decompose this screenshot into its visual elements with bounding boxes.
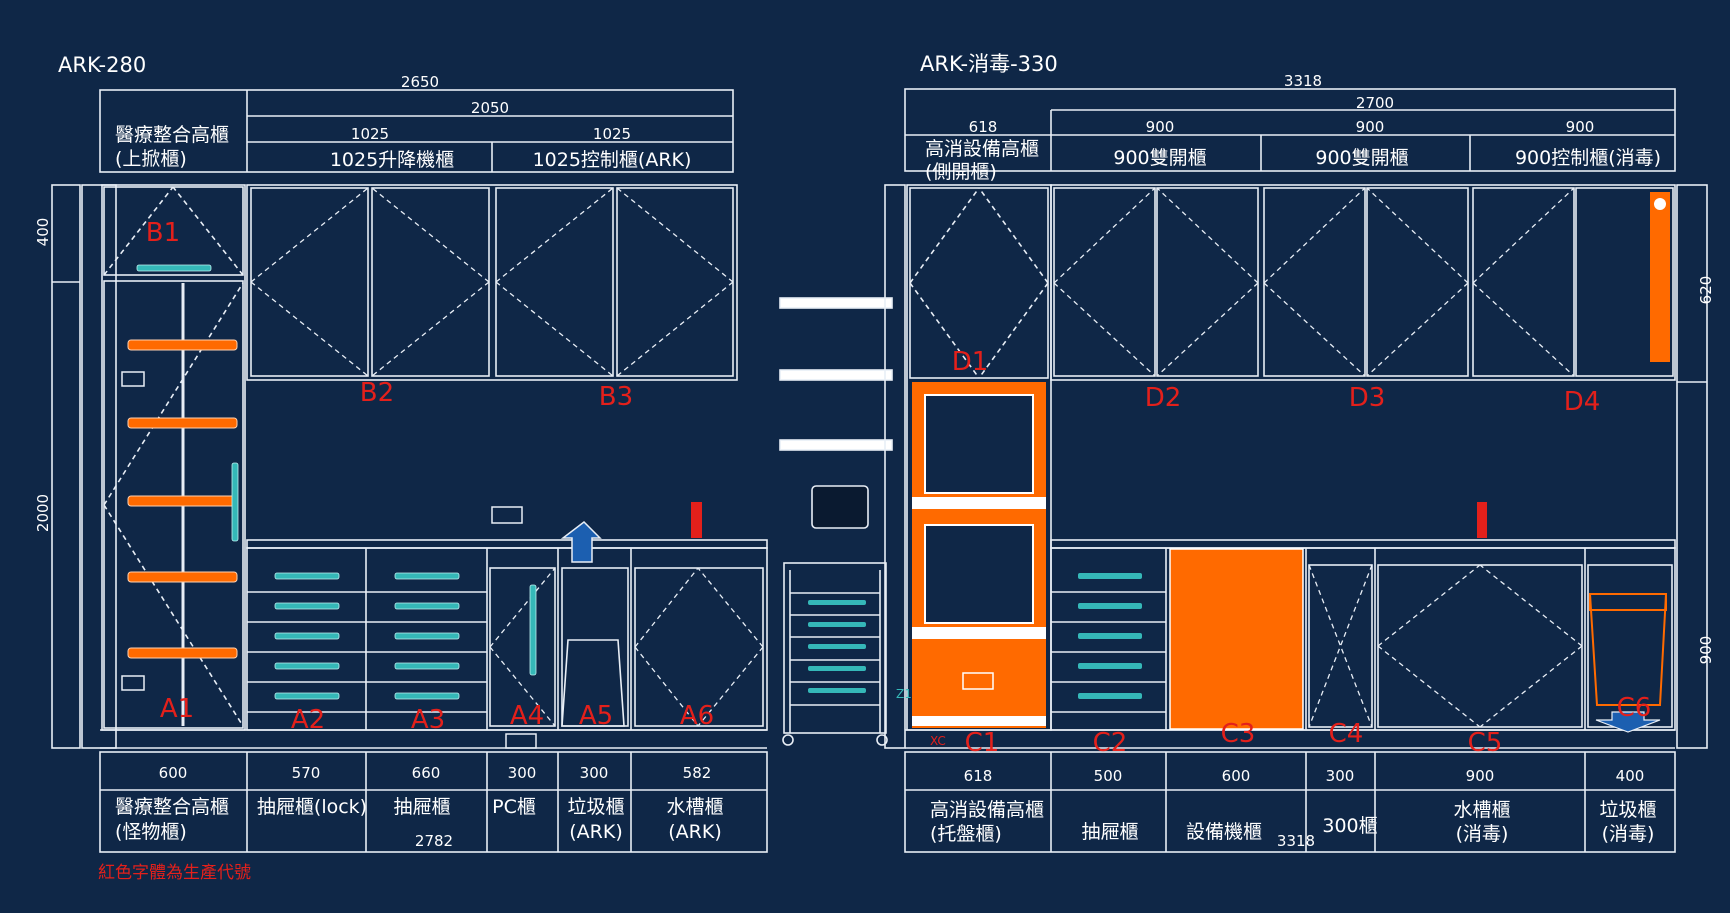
right-bottom-label-6a: 垃圾櫃 [1599, 799, 1656, 821]
left-elevation [51, 89, 768, 853]
left-title: ARK-280 [58, 53, 146, 77]
left-fixtures [121, 371, 702, 749]
right-bottom-width-3: 600 [1222, 767, 1251, 785]
code-c5: C5 [1468, 728, 1503, 758]
code-d4: D4 [1564, 387, 1601, 417]
right-tall-label-2: (側開櫃) [925, 161, 997, 183]
code-c3: C3 [1221, 719, 1256, 749]
right-bottom-label-4: 300櫃 [1322, 815, 1377, 837]
right-sub-width: 2700 [1356, 94, 1394, 112]
right-upper-label-3: 900控制櫃(消毒) [1515, 147, 1661, 169]
code-a3: A3 [411, 705, 445, 735]
left-bottom-width-2: 570 [292, 764, 321, 782]
cart-handles [808, 600, 866, 693]
right-upper-width-1: 900 [1146, 118, 1175, 136]
code-c6: C6 [1617, 693, 1652, 723]
right-bottom-label-5a: 水槽櫃 [1453, 799, 1510, 821]
code-c1: C1 [965, 728, 1000, 758]
right-upper-label-2: 900雙開櫃 [1315, 147, 1408, 169]
left-bottom-label-5a: 垃圾櫃 [567, 796, 624, 818]
left-bottom-width-1: 600 [159, 764, 188, 782]
code-d3: D3 [1349, 383, 1386, 413]
right-bottom-width-1: 618 [964, 767, 993, 785]
right-height-lower: 900 [1697, 636, 1715, 665]
left-drawer-handles [136, 264, 537, 700]
right-tall-label-1: 高消設備高櫃 [925, 138, 1039, 160]
right-bottom-width-5: 900 [1466, 767, 1495, 785]
right-upper-width-3: 900 [1566, 118, 1595, 136]
left-bottom-label-6b: (ARK) [668, 821, 721, 843]
left-bottom-label-4: PC櫃 [492, 796, 536, 818]
right-upper-label-1: 900雙開櫃 [1113, 147, 1206, 169]
left-bottom-width-3: 660 [412, 764, 441, 782]
left-bottom-label-5b: (ARK) [569, 821, 622, 843]
left-upper-width-2: 1025 [593, 125, 631, 143]
right-bottom-label-2: 抽屜櫃 [1081, 821, 1138, 843]
code-c4: C4 [1329, 719, 1364, 749]
right-bottom-width-2: 500 [1094, 767, 1123, 785]
left-bottom-width-5: 300 [580, 764, 609, 782]
right-tall-width: 618 [969, 118, 998, 136]
code-a6: A6 [680, 701, 714, 731]
code-a2: A2 [291, 705, 325, 735]
left-height-upper: 400 [34, 218, 52, 247]
left-bottom-total: 2782 [415, 832, 453, 850]
right-bottom-label-1a: 高消設備高櫃 [930, 799, 1044, 821]
code-c2: C2 [1093, 728, 1128, 758]
left-bottom-label-6a: 水槽櫃 [666, 796, 723, 818]
right-title: ARK-消毒-330 [920, 52, 1058, 76]
code-b3: B3 [599, 382, 633, 412]
left-rotating-shelves [127, 339, 238, 659]
left-tall-label-2: (上掀櫃) [115, 148, 187, 170]
right-upper-width-2: 900 [1356, 118, 1385, 136]
left-bottom-label-1a: 醫療整合高櫃 [115, 796, 229, 818]
left-bottom-width-6: 582 [683, 764, 712, 782]
left-tall-label-1: 醫療整合高櫃 [115, 124, 229, 146]
left-sub-width: 2050 [471, 99, 509, 117]
left-height-total: 2000 [34, 494, 52, 532]
wall-shelves-and-cart [779, 297, 893, 746]
left-upper-label-1: 1025升降機櫃 [330, 149, 454, 171]
right-bottom-width-4: 300 [1326, 767, 1355, 785]
right-bottom-label-5b: (消毒) [1456, 823, 1509, 845]
left-bottom-width-4: 300 [508, 764, 537, 782]
axis-label-z: Z1 [896, 687, 912, 701]
code-b1: B1 [146, 218, 180, 248]
code-a1: A1 [160, 694, 194, 724]
left-bottom-label-2: 抽屜櫃(lock) [257, 796, 367, 818]
left-total-width: 2650 [401, 73, 439, 91]
code-a5: A5 [579, 701, 613, 731]
right-height-upper: 620 [1697, 276, 1715, 305]
code-d1: D1 [952, 347, 989, 377]
left-upper-label-2: 1025控制櫃(ARK) [533, 149, 692, 171]
axis-label-xc: XC [930, 734, 946, 748]
right-bottom-width-6: 400 [1616, 767, 1645, 785]
code-a4: A4 [510, 701, 544, 731]
code-d2: D2 [1145, 383, 1182, 413]
left-bottom-label-1b: (怪物櫃) [115, 821, 187, 843]
code-b2: B2 [360, 378, 394, 408]
right-orange-parts [912, 192, 1670, 733]
right-bottom-label-1b: (托盤櫃) [930, 823, 1002, 845]
left-upper-width-1: 1025 [351, 125, 389, 143]
left-bottom-label-3: 抽屜櫃 [393, 796, 450, 818]
right-bottom-label-6b: (消毒) [1602, 823, 1655, 845]
right-bottom-label-3: 設備機櫃 [1186, 821, 1262, 843]
production-code-note: 紅色字體為生產代號 [98, 863, 251, 883]
right-drawer-handles [1078, 573, 1142, 699]
right-elevation [884, 88, 1708, 853]
right-bottom-total: 3318 [1277, 832, 1315, 850]
right-total-width: 3318 [1284, 72, 1322, 90]
